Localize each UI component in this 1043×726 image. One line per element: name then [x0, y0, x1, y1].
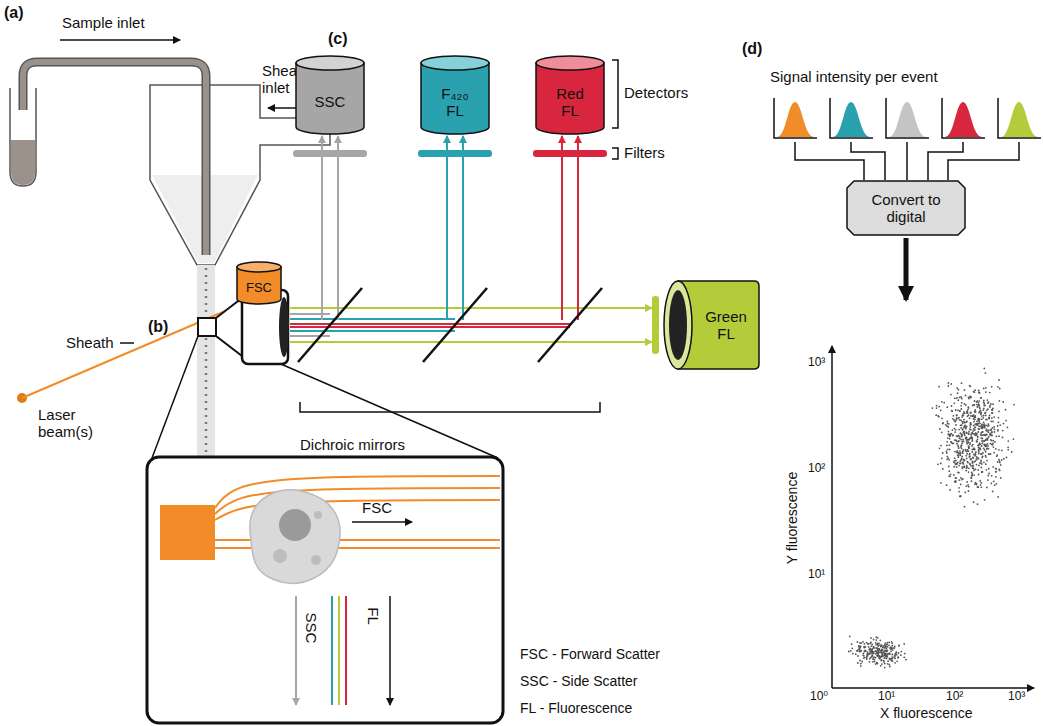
tick-label: 10³: [808, 356, 825, 370]
axis-label: X fluorescence: [880, 705, 973, 721]
tick-label: 10²: [946, 690, 963, 704]
signal-label: FL: [364, 607, 381, 625]
detector: SSC: [295, 56, 365, 134]
bracket-label: Detectors: [624, 84, 688, 101]
node-text: Red FL: [547, 85, 593, 120]
signal-label: SSC: [302, 613, 319, 644]
node-text: SSC: [315, 93, 346, 110]
panel-letter: (b): [148, 318, 168, 336]
tick-label: 10³: [1008, 690, 1025, 704]
panel-letter: (a): [4, 4, 24, 22]
detector: Green FL: [664, 280, 760, 370]
panel-letter: (c): [328, 30, 348, 48]
panel-heading: Signal intensity per event: [770, 68, 938, 85]
part-label: Laser beam(s): [38, 406, 118, 441]
node-text: F₄₂₀ FL: [432, 85, 478, 120]
inlet-label: Sample inlet: [62, 14, 145, 31]
key-text: FL - Fluorescence: [520, 700, 632, 716]
bracket-label: Dichroic mirrors: [300, 436, 405, 453]
detector-outline: [664, 280, 760, 370]
node-text: Green FL: [696, 308, 756, 343]
node-text: FSC: [246, 281, 272, 296]
part-label: Sheath: [66, 334, 114, 351]
node-text: Convert to digital: [856, 191, 956, 226]
key-text: FSC - Forward Scatter: [520, 646, 660, 662]
detector: Red FL: [535, 56, 605, 134]
key-text: SSC - Side Scatter: [520, 673, 638, 689]
signal-label: FSC: [362, 499, 392, 516]
detector: F₄₂₀ FL: [420, 56, 490, 134]
panel-letter: (d): [742, 40, 762, 58]
axis-label: Y fluorescence: [784, 472, 800, 564]
tick-label: 10¹: [878, 690, 895, 704]
detector: FSC: [236, 262, 282, 304]
bracket-label: Filters: [624, 144, 665, 161]
tick-label: 10²: [808, 462, 825, 476]
tick-label: 10¹: [808, 568, 825, 582]
convert-box: Convert to digital: [846, 180, 966, 236]
tick-label: 10⁰: [810, 690, 828, 704]
